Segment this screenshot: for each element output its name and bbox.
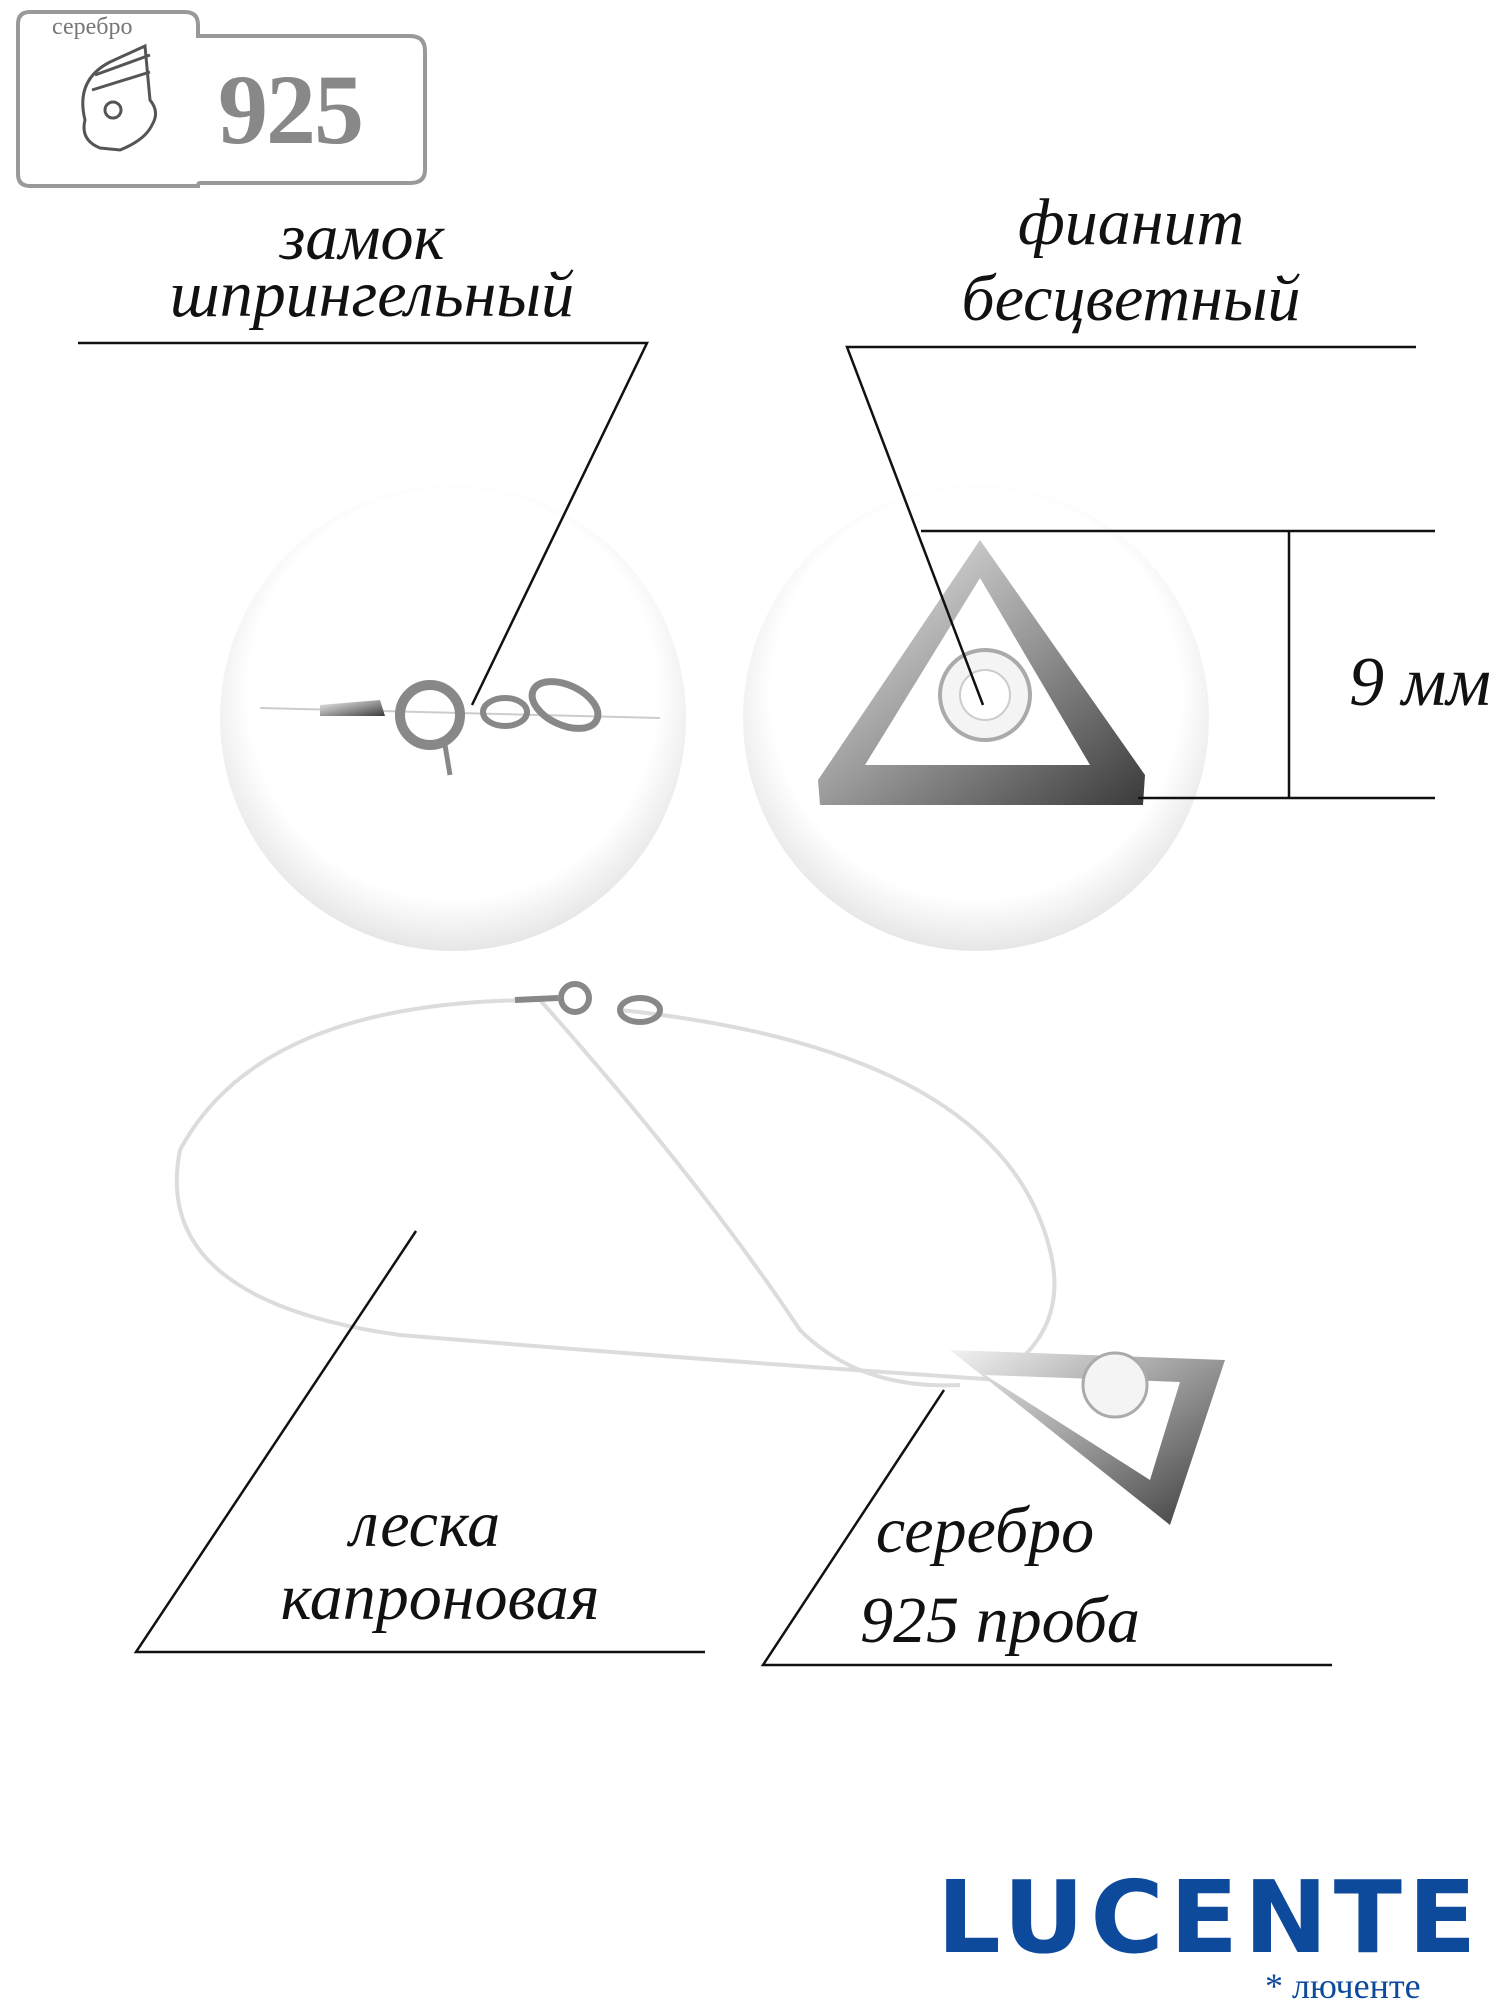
stone-label-line1: фианит — [1017, 186, 1245, 259]
brand-logo: LUCENTE — [937, 1859, 1483, 1976]
metal-label-line2: 925 проба — [860, 1584, 1140, 1657]
badge-hallmark: 925 — [218, 54, 364, 165]
clasp-label-line1: замок — [279, 201, 445, 274]
clasp-detail-circle — [220, 485, 686, 951]
metal-label-line1: серебро — [875, 1494, 1095, 1567]
badge-metal-label: серебро — [52, 14, 133, 40]
triangle-pendant-image — [818, 540, 1145, 805]
cord-label-line1: леска — [349, 1488, 501, 1561]
head-emblem-icon — [81, 43, 157, 152]
brand-transliteration: * люченте — [1265, 1966, 1421, 2000]
size-label: 9 мм — [1349, 644, 1491, 721]
cord-label-line2: капроновая — [280, 1561, 600, 1634]
necklace-image — [174, 981, 1225, 1525]
clasp-label-line2: шпрингельный — [169, 258, 575, 331]
stone-label-line2: бесцветный — [961, 262, 1301, 335]
leader-lines — [78, 341, 1435, 1667]
hallmark-badge — [16, 10, 427, 188]
spring-ring-clasp-image — [259, 678, 661, 776]
